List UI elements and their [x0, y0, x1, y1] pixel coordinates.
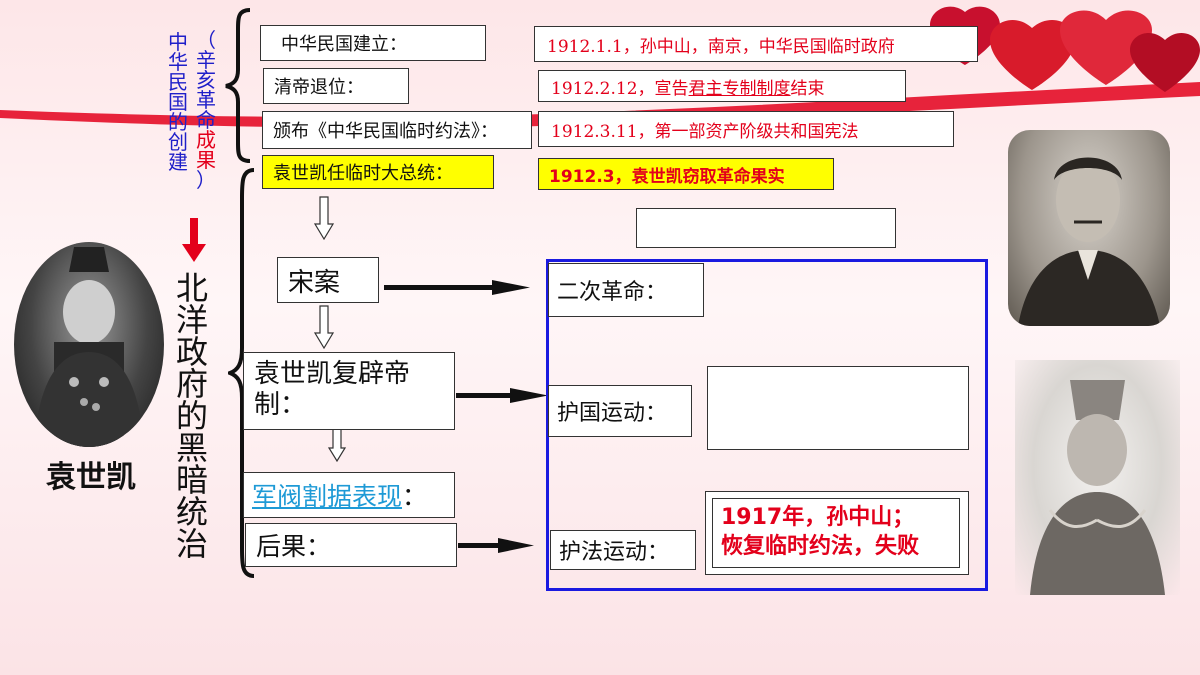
movements-frame: [546, 259, 988, 591]
answer-protect-law: 1917年，孙中山； 恢复临时约法，失败: [712, 498, 960, 568]
black-right-arrow-icon: [456, 388, 548, 403]
value-provisional-constitution: 1912.3.11，第一部资产阶级共和国宪法: [538, 111, 954, 147]
portrait-figure-icon: [1018, 157, 1160, 326]
portrait-figure-icon: [1030, 380, 1165, 595]
box-protect-law: 护法运动：: [550, 530, 696, 570]
answer-box-protect-nation[interactable]: [707, 366, 969, 450]
box-warlord-separatism: 军阀割据表现：: [243, 472, 455, 518]
answer-box-empty-top[interactable]: [636, 208, 896, 248]
label-yuan-provisional-president: 袁世凯任临时大总统：: [262, 155, 494, 189]
hollow-down-arrow-icon: [314, 196, 334, 240]
sun-yatsen-portrait-uniform: [1015, 360, 1180, 595]
answer-box-protect-law-outer: 1917年，孙中山； 恢复临时约法，失败: [705, 491, 969, 575]
black-right-arrow-icon: [384, 280, 530, 295]
lower-brace-icon: [228, 168, 255, 578]
hollow-down-arrow-icon: [328, 428, 346, 462]
box-yuan-restoration: 袁世凯复辟帝制：: [243, 352, 455, 430]
value-roc-established: 1912.1.1，孙中山，南京，中华民国临时政府: [534, 26, 978, 62]
underlined-autocracy: 君主专制制度: [688, 78, 791, 99]
value-yuan-provisional-president: 1912.3，袁世凯窃取革命果实: [538, 158, 834, 190]
value-qing-abdication: 1912.2.12，宣告君主专制制度结束: [538, 70, 906, 102]
subtitle-xinhai-results: （ 辛 亥 革 命 成 果 ）: [196, 28, 216, 192]
upper-brace-icon: [225, 8, 251, 163]
title-beiyang-dark-rule: 北 洋 政 府 的 黑 暗 统 治: [176, 269, 209, 563]
box-song-case: 宋案: [277, 257, 379, 303]
box-second-revolution: 二次革命：: [548, 263, 704, 317]
portrait-figure-icon: [34, 247, 144, 447]
black-right-arrow-icon: [458, 538, 534, 553]
box-protect-nation: 护国运动：: [548, 385, 692, 437]
link-warlord-separatism[interactable]: 军阀割据表现: [252, 482, 403, 511]
label-roc-established: 中华民国建立：: [260, 25, 486, 61]
box-consequence: 后果：: [245, 523, 457, 567]
yuan-shikai-portrait: [14, 242, 164, 447]
title-founding-of-roc: 中 华 民 国 的 创 建: [168, 30, 188, 174]
sun-yatsen-portrait-young: [1008, 130, 1170, 326]
label-provisional-constitution: 颁布《中华民国临时约法》：: [262, 111, 532, 149]
red-down-arrow-icon: [182, 218, 206, 262]
hollow-down-arrow-icon: [314, 305, 334, 349]
label-qing-abdication: 清帝退位：: [263, 68, 409, 104]
portrait-label-yuan-shikai: 袁世凯: [46, 460, 136, 495]
